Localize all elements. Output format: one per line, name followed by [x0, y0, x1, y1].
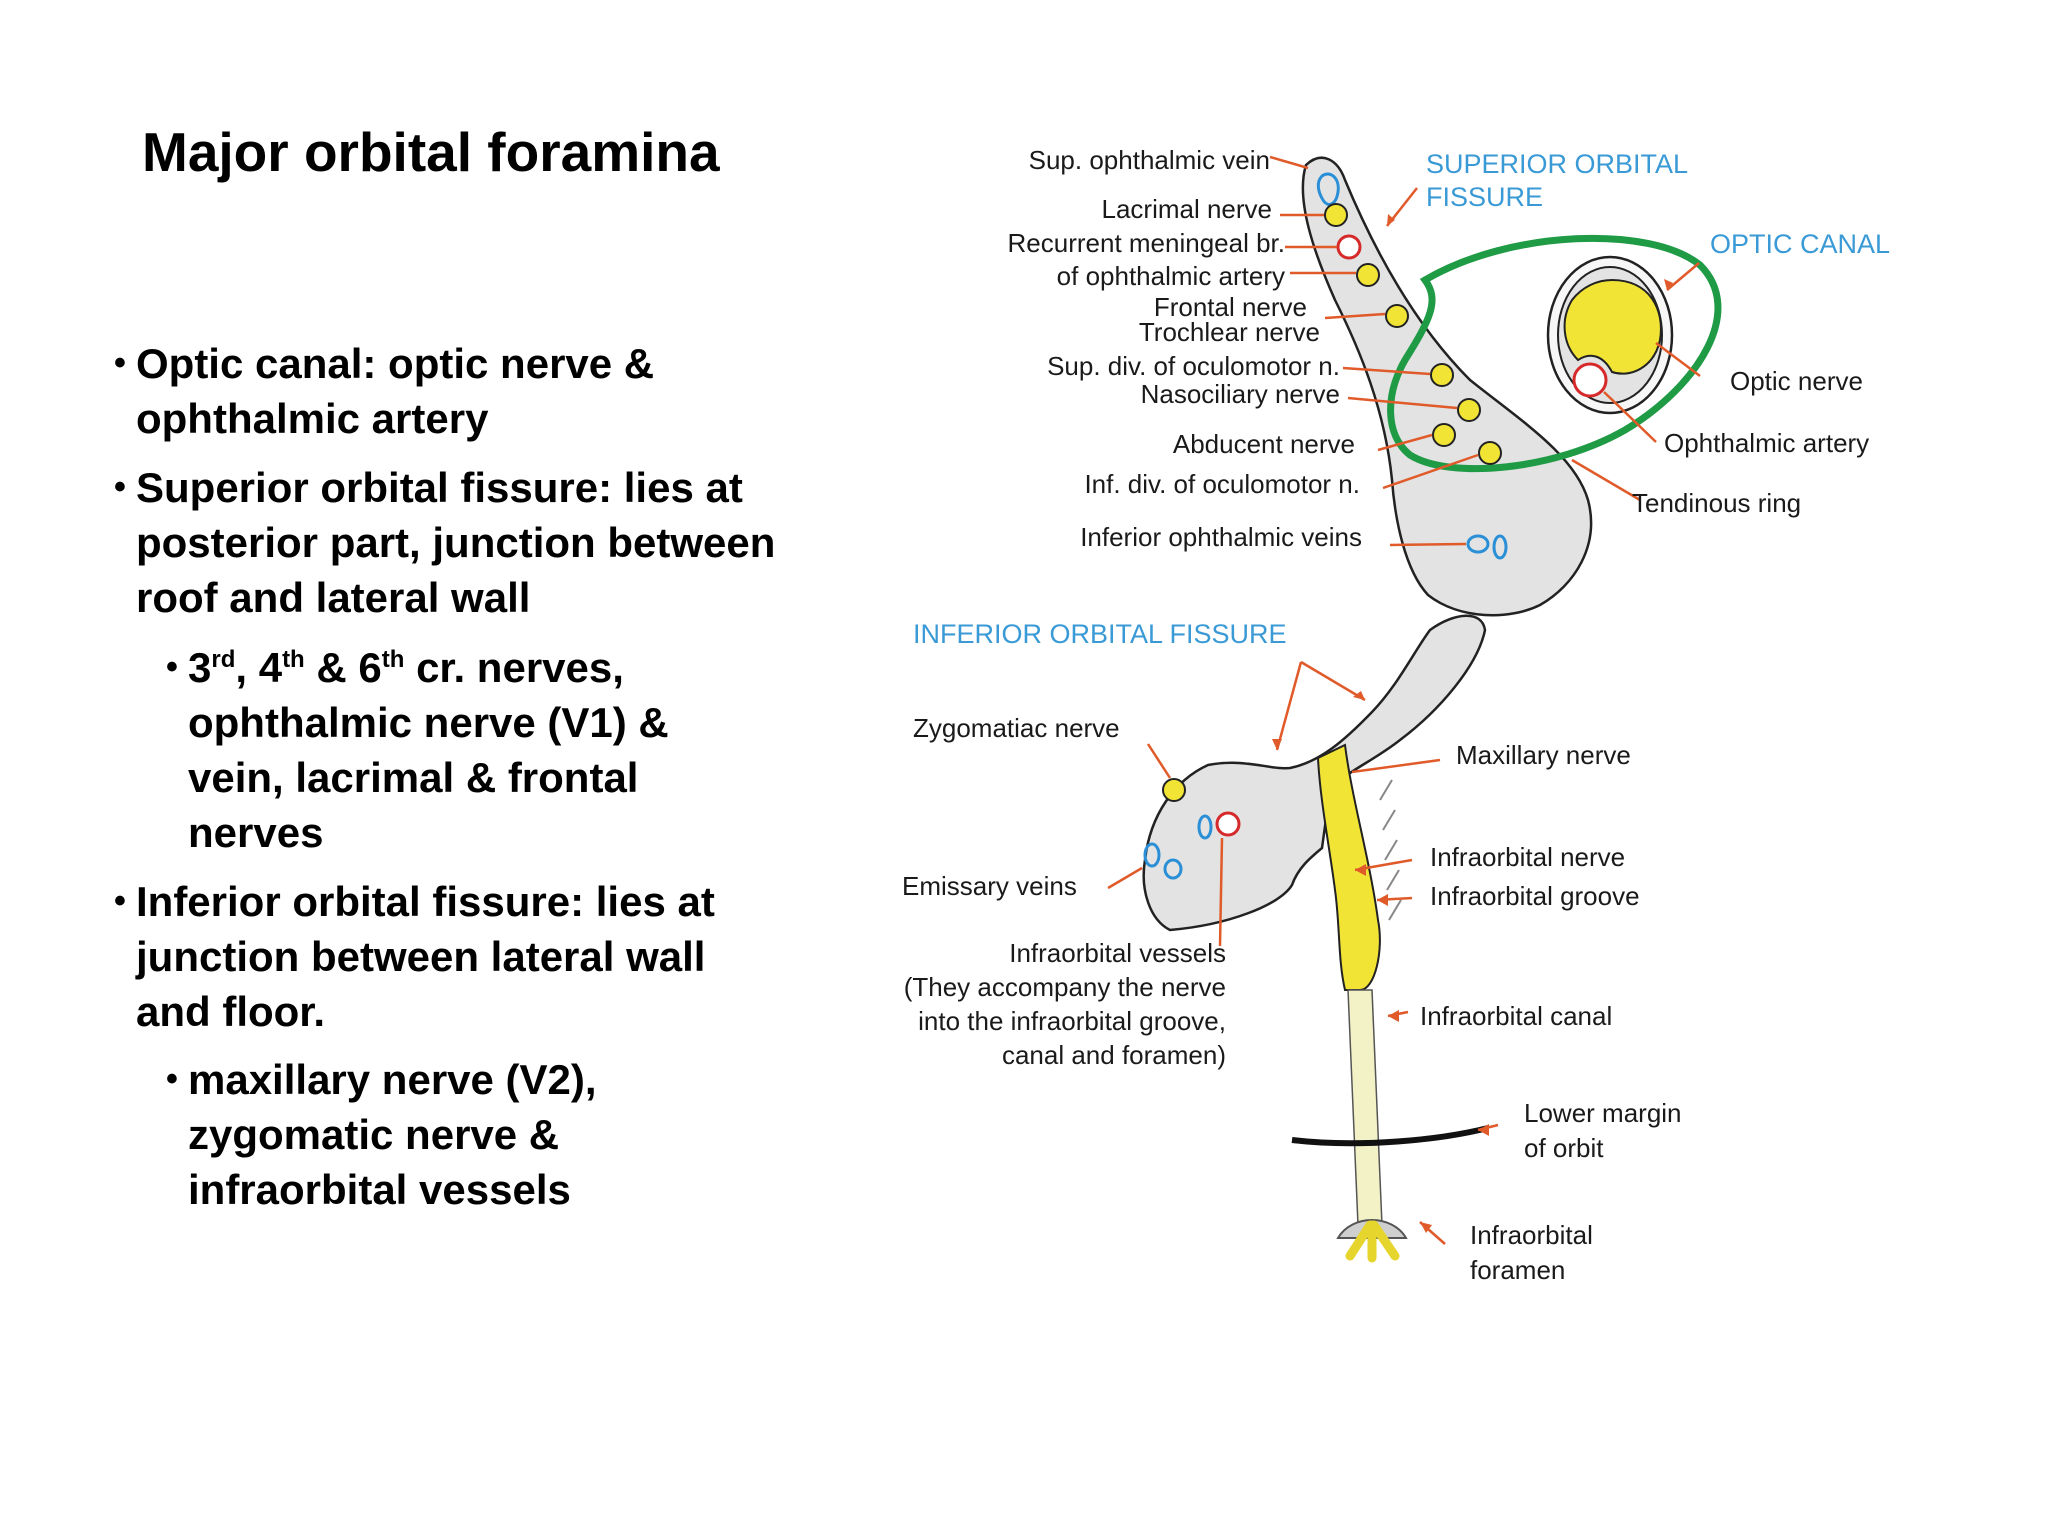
label-sup-div-oculomotor: Sup. div. of oculomotor n. — [1047, 351, 1340, 381]
label-infraorbital-canal: Infraorbital canal — [1420, 1001, 1612, 1031]
inf-ophthalmic-vein-outline — [1492, 534, 1508, 560]
infraorbital-vein-outline — [1197, 814, 1213, 840]
bullet-text: Optic canal: optic nerve & ophthalmic ar… — [114, 336, 776, 446]
inf-div-oculomotor-dot — [1478, 441, 1502, 465]
heading-inferior-orbital-fissure: INFERIOR ORBITAL FISSURE — [913, 619, 1287, 649]
infraorbital-artery-circle — [1215, 811, 1241, 837]
label-abducent-nerve: Abducent nerve — [1173, 429, 1355, 459]
label-tendinous-ring: Tendinous ring — [1632, 488, 1801, 518]
label-nasociliary-nerve: Nasociliary nerve — [1141, 379, 1340, 409]
ordinal-suffix: rd — [211, 646, 236, 673]
nasociliary-nerve-dot — [1457, 398, 1481, 422]
label-sup-ophthalmic-vein: Sup. ophthalmic vein — [1029, 145, 1270, 175]
label-infraorbital-foramen: Infraorbital — [1470, 1220, 1593, 1250]
label-optic-nerve: Optic nerve — [1730, 366, 1863, 396]
optic-nerve-shape — [1563, 278, 1662, 375]
ordinal-number: 3 — [188, 644, 212, 691]
tendinous-ring — [1387, 234, 1722, 473]
zygomatic-nerve-dot — [1162, 778, 1186, 802]
sup-div-oculomotor-dot — [1430, 363, 1454, 387]
label-infraorbital-nerve: Infraorbital nerve — [1430, 842, 1625, 872]
label-lacrimal-nerve: Lacrimal nerve — [1101, 194, 1272, 224]
label-infraorbital-foramen: foramen — [1470, 1255, 1565, 1285]
label-recurrent-meningeal: Recurrent meningeal br. — [1008, 228, 1285, 258]
frontal-nerve-dot — [1356, 263, 1380, 287]
leader-lines — [1107, 155, 1701, 1245]
label-inferior-ophthalmic-veins: Inferior ophthalmic veins — [1080, 522, 1362, 552]
slide-title: Major orbital foramina — [142, 121, 720, 183]
emissary-vein-outline — [1163, 858, 1183, 880]
label-zygomatic-nerve: Zygomatiac nerve — [913, 713, 1120, 743]
lower-margin-line — [1291, 1125, 1489, 1147]
bullet-optic-canal: Optic canal: optic nerve & ophthalmic ar… — [114, 336, 776, 446]
label-trochlear-nerve: Trochlear nerve — [1139, 317, 1320, 347]
ordinal-number: , 4 — [235, 644, 283, 691]
sub-bullet-rest: cr. nerves, ophthalmic nerve (V1) & vein… — [188, 644, 669, 856]
emissary-vein-outline — [1143, 842, 1161, 868]
heading-optic-canal: OPTIC CANAL — [1710, 229, 1890, 259]
ordinal-number: & 6 — [304, 644, 382, 691]
label-infraorbital-vessels-note: into the infraorbital groove, — [918, 1006, 1226, 1036]
sub-bullet-sof-contents: 3rd, 4th & 6th cr. nerves, ophthalmic ne… — [166, 640, 748, 860]
label-frontal-nerve: Frontal nerve — [1154, 292, 1307, 322]
label-ophthalmic-artery: Ophthalmic artery — [1664, 428, 1869, 458]
trochlear-nerve-dot — [1385, 304, 1409, 328]
label-infraorbital-vessels: Infraorbital vessels — [1009, 938, 1226, 968]
ophthalmic-artery-circle — [1572, 362, 1608, 398]
bullet-text: Superior orbital fissure: lies at poster… — [114, 460, 776, 625]
heading-superior-orbital-fissure: FISSURE — [1426, 182, 1543, 212]
label-infraorbital-groove: Infraorbital groove — [1430, 881, 1640, 911]
sub-bullet-text: 3rd, 4th & 6th cr. nerves, ophthalmic ne… — [166, 640, 748, 860]
label-lower-margin: of orbit — [1524, 1133, 1604, 1163]
sub-bullet-text: maxillary nerve (V2), zygomatic nerve & … — [166, 1052, 748, 1217]
infraorbital-groove-hatch — [1379, 779, 1402, 921]
heading-superior-orbital-fissure: SUPERIOR ORBITAL — [1426, 149, 1688, 179]
label-maxillary-nerve: Maxillary nerve — [1456, 740, 1631, 770]
leader-arrowheads — [1272, 214, 1673, 1233]
ordinal-suffix: th — [282, 646, 305, 673]
inf-ophthalmic-vein-outline — [1466, 534, 1490, 554]
bullet-superior-orbital-fissure: Superior orbital fissure: lies at poster… — [114, 460, 776, 625]
bullet-inferior-orbital-fissure: Inferior orbital fissure: lies at juncti… — [114, 874, 776, 1039]
sub-bullet-iof-contents: maxillary nerve (V2), zygomatic nerve & … — [166, 1052, 748, 1217]
label-lower-margin: Lower margin — [1524, 1098, 1682, 1128]
label-recurrent-meningeal: of ophthalmic artery — [1057, 261, 1285, 291]
infraorbital-canal — [1347, 989, 1383, 1226]
label-infraorbital-vessels-note: canal and foramen) — [1002, 1040, 1226, 1070]
lacrimal-nerve-dot — [1324, 203, 1348, 227]
infraorbital-nerve-branches — [1345, 1220, 1400, 1263]
ordinal-suffix: th — [381, 646, 405, 673]
label-infraorbital-vessels-note: (They accompany the nerve — [904, 972, 1226, 1002]
label-inf-div-oculomotor: Inf. div. of oculomotor n. — [1084, 469, 1360, 499]
label-emissary-veins: Emissary veins — [902, 871, 1077, 901]
abducent-nerve-dot — [1432, 423, 1456, 447]
bullet-text: Inferior orbital fissure: lies at juncti… — [114, 874, 776, 1039]
recurrent-meningeal-circle — [1336, 234, 1362, 260]
